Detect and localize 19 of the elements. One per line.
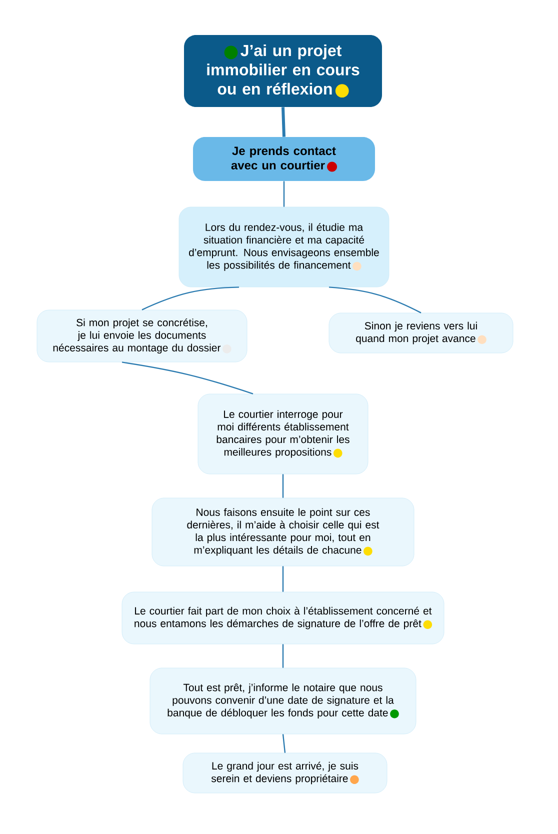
- title-box: J’ai un projet immobilier en cours ou en réflexion: [184, 35, 382, 107]
- connector-line: [282, 474, 284, 498]
- step-box: Je prends contact avec un courtier: [193, 137, 375, 181]
- step-box: Lors du rendez-vous, il étudie ma situation financière et ma capacité d’emprunt. Nous envisageons ensemble les possibilités de financement: [178, 206, 390, 288]
- connector-line: [282, 644, 284, 668]
- step-box: Nous faisons ensuite le point sur ces dernières, il m’aide à choisir celle qui est la plus intéressante pour moi, tout en m’expliquant les détails de chacune: [152, 498, 414, 566]
- connector-line: [282, 566, 284, 592]
- connector-line: [328, 286, 422, 314]
- step-box: Le grand jour est arrivé, je suis serein et deviens propriétaire: [182, 752, 388, 794]
- step-box: Sinon je reviens vers lui quand mon projet avance: [328, 312, 514, 354]
- connector-line: [282, 734, 286, 753]
- step-box: Si mon projet se concrétise, je lui envoie les documents nécessaires au montage du dossier: [36, 310, 248, 362]
- connector-line: [283, 181, 285, 207]
- step-box: Le courtier interroge pour moi différents établissement bancaires pour m’obtenir les meilleures propositions: [198, 394, 368, 474]
- connector-line: [282, 107, 286, 137]
- connector-line: [142, 286, 240, 310]
- step-box: Tout est prêt, j’informe le notaire que nous pouvons convenir d’une date de signature et la banque de débloquer les fonds pour cette date: [150, 668, 416, 734]
- step-box: Le courtier fait part de mon choix à l’établissement concerné et nous entamons les démarches de signature de l’offre de prêt: [122, 592, 444, 644]
- connector-line: [122, 362, 254, 394]
